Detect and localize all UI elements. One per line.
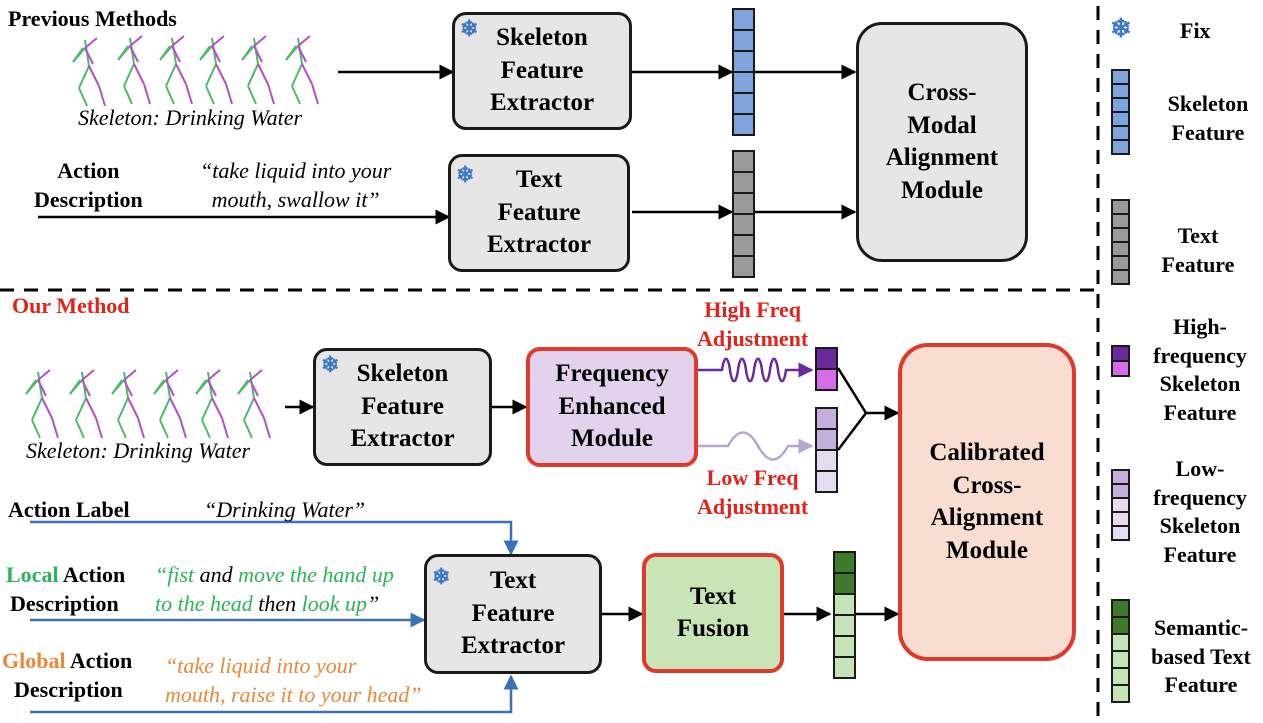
low-freq-wave-icon [698,431,814,461]
bottom-skeleton-extractor: Skeleton Feature Extractor [313,348,492,466]
top-text-feature-bar [732,150,755,278]
global-description-text: “take liquid into your mouth, raise it t… [165,653,422,707]
arrow-global-desc [30,674,519,714]
local-description-label: Description [10,591,119,616]
top-text-extractor: Text Feature Extractor [448,154,630,272]
global-action-label: Global Action [2,650,132,672]
snowflake-icon: ❄ [432,564,451,589]
global-description-label: Description [14,677,123,702]
top-skeleton-feature-bar [732,8,755,136]
local-text-lookup: look up [301,591,368,616]
bottom-skeleton-caption: Skeleton: Drinking Water [26,438,251,463]
snowflake-icon: ❄ [460,16,479,41]
bottom-text-extractor: Text Feature Extractor [424,554,602,674]
top-skeleton-extractor: Skeleton Feature Extractor [452,12,632,130]
legend-fix-label: Fix [1180,18,1211,43]
legend-semantic-feature-label: Semantic- based Text Feature [1151,615,1251,698]
top-skeleton-figures [72,35,319,107]
low-freq-feature-bar [815,407,838,493]
top-skeleton-caption: Skeleton: Drinking Water [78,105,303,130]
high-freq-wave-icon [698,357,814,383]
local-description-text-line2: to the head then look up” [155,593,379,615]
bottom-skeleton-figures [25,369,271,439]
local-text-head: to the head [155,591,253,616]
local-text-then: then [252,591,302,616]
our-method-title: Our Method [12,293,130,318]
local-action-word: Action [58,562,126,587]
merge-line-low [837,412,867,451]
legend-skeleton-bar [1111,69,1130,155]
high-freq-adjustment-label: High Freq Adjustment [697,297,809,351]
snowflake-icon: ❄ [321,352,340,377]
legend-high-freq-feature-label: High- frequency Skeleton Feature [1153,314,1247,425]
top-action-description-text: “take liquid into your mouth, swallow it… [200,158,392,212]
local-description-text-line1: “fist and move the hand up [155,564,394,586]
legend-skeleton-feature-label: Skeleton Feature [1167,91,1249,145]
frequency-enhanced-module: Frequency Enhanced Module [526,347,698,467]
snowflake-icon: ❄ [456,162,475,187]
legend-text-feature-label: Text Feature [1161,223,1235,277]
global-action-word: Action [65,648,133,673]
local-text-move: move the hand up [238,562,394,587]
legend-low-freq-bar [1111,469,1130,541]
semantic-feature-bar [833,551,856,679]
local-word: Local [6,562,59,587]
action-label-title: Action Label [8,497,130,522]
action-label-text: “Drinking Water” [204,497,366,522]
local-text-close-quote: ” [367,591,380,616]
high-freq-feature-bar [815,347,838,391]
legend-low-freq-feature-label: Low- frequency Skeleton Feature [1153,456,1247,567]
cross-modal-alignment-module: Cross- Modal Alignment Module [856,22,1028,262]
previous-methods-title: Previous Methods [8,6,177,31]
merge-line-high [836,367,868,414]
top-action-description-label: Action Description [34,158,143,212]
calibrated-cross-alignment-module: Calibrated Cross- Alignment Module [898,343,1076,661]
local-text-and: and [194,562,239,587]
legend-text-bar [1111,199,1130,285]
text-fusion-module: Text Fusion [642,553,784,673]
snowflake-icon: ❄ [1110,14,1132,43]
legend-semantic-bar [1111,599,1130,703]
low-freq-adjustment-label: Low Freq Adjustment [697,465,809,519]
global-word: Global [2,648,66,673]
local-text-fist: “fist [155,562,195,587]
legend-high-freq-bar [1111,345,1130,377]
arrow-action-label [30,520,519,556]
local-action-label: Local Action [6,564,125,586]
